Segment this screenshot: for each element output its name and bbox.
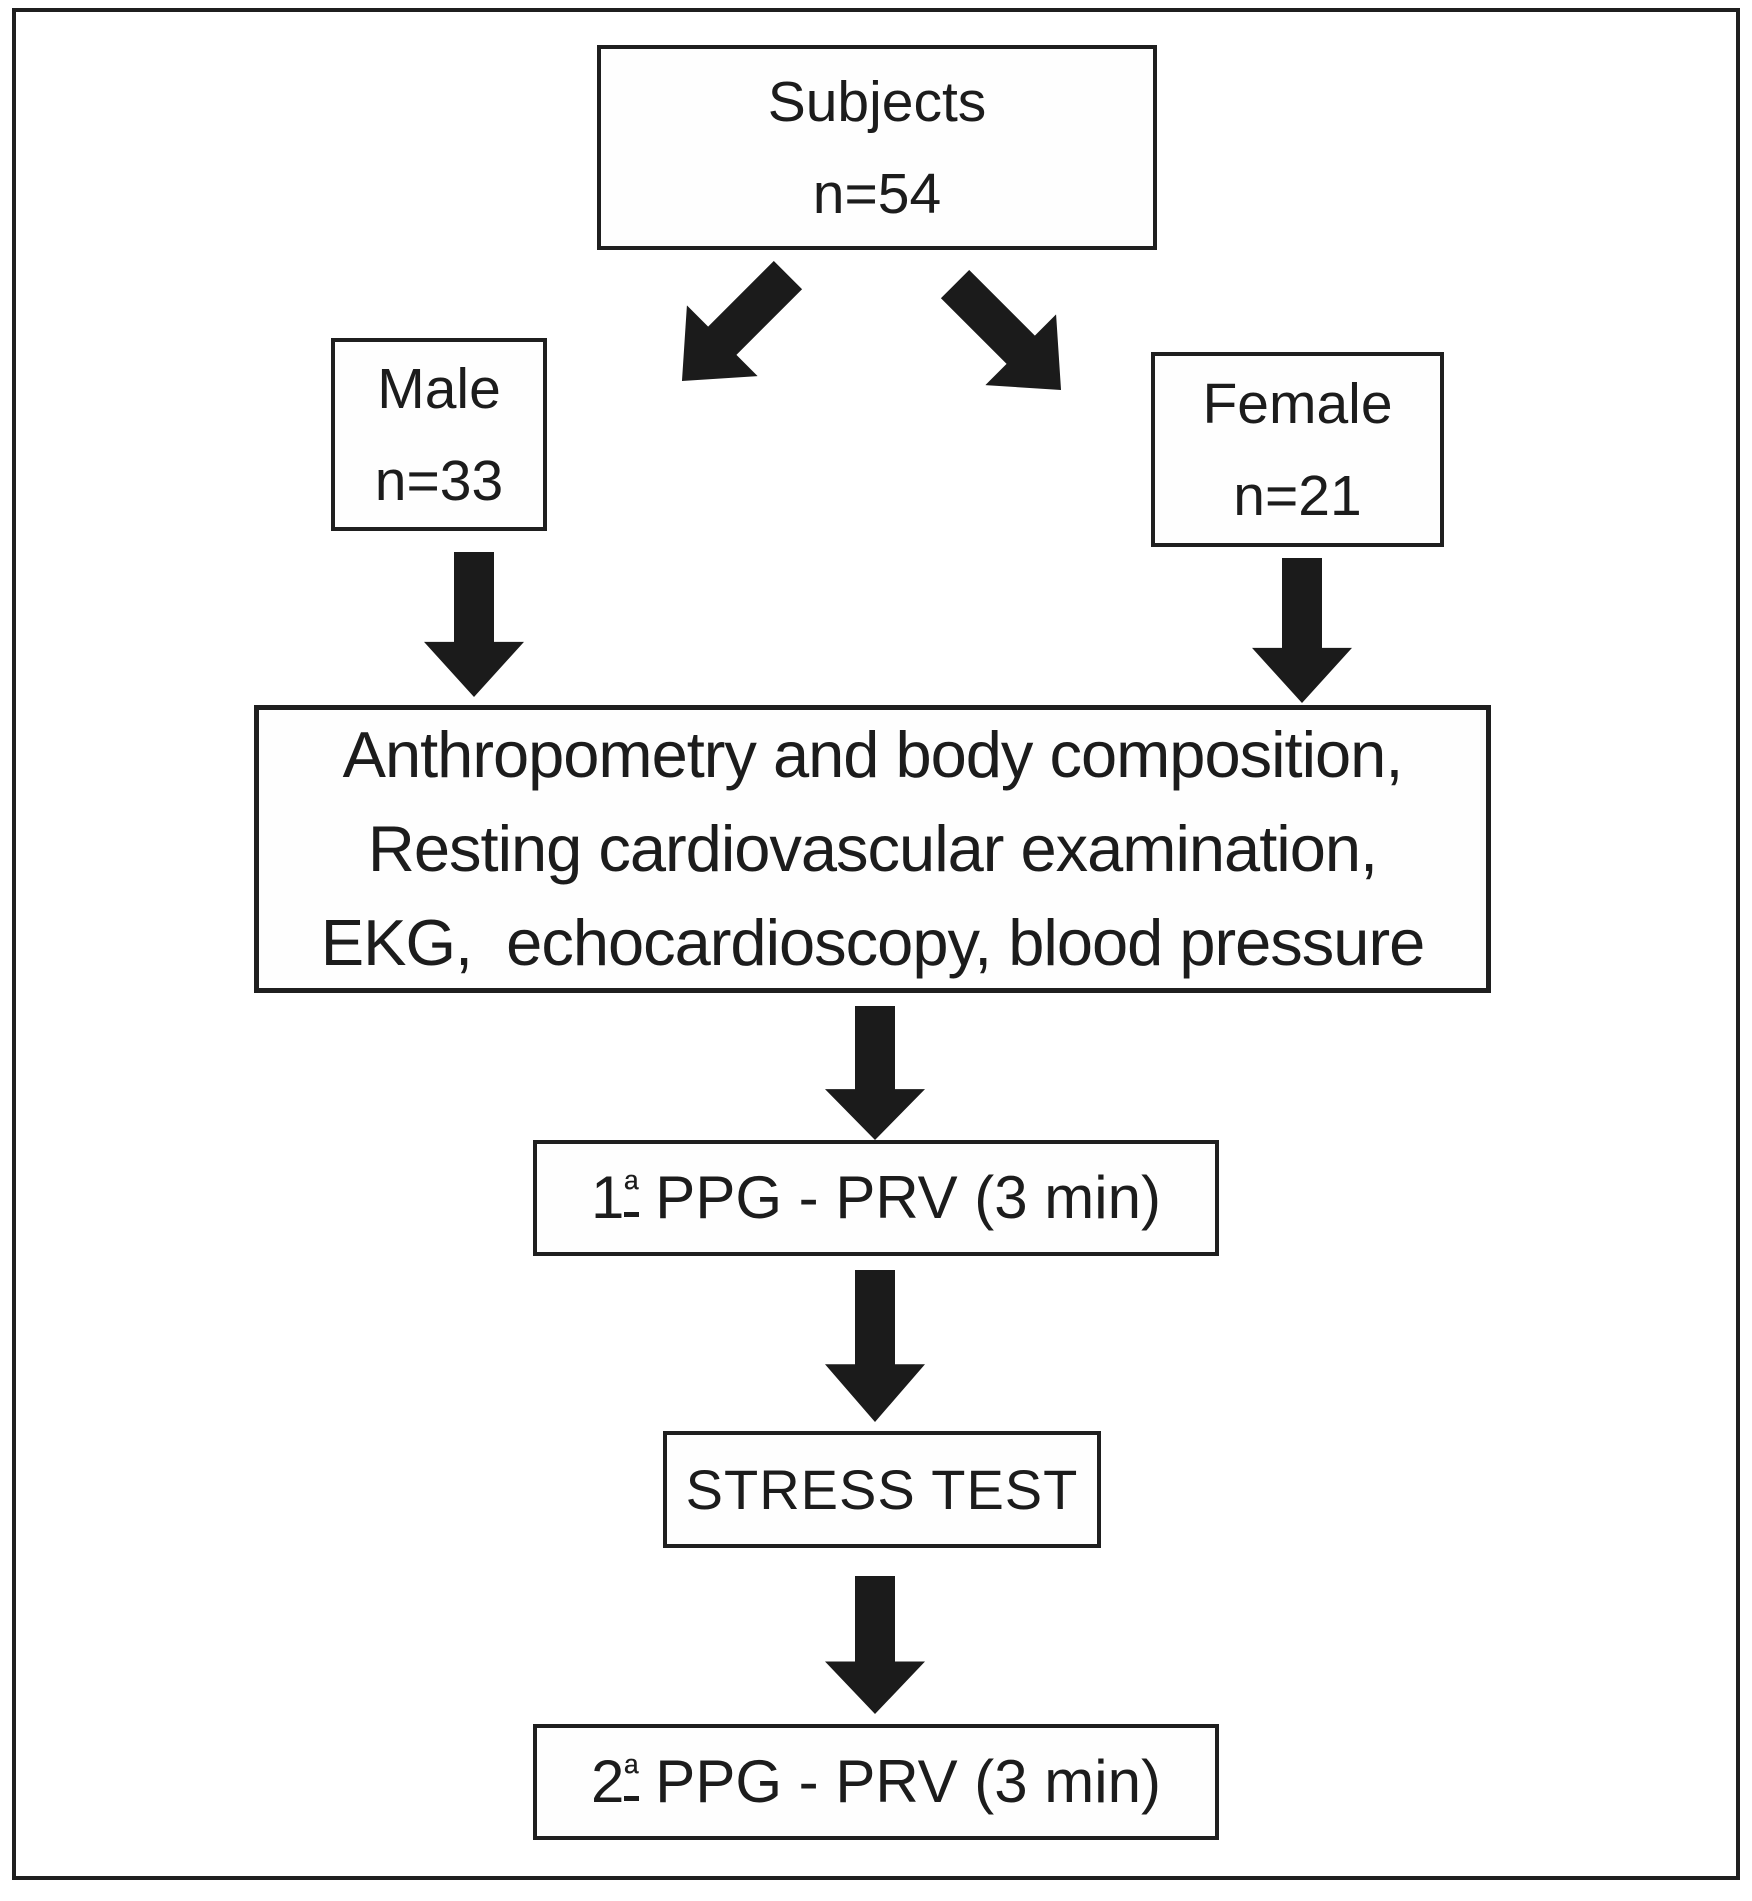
assessment-line-1: Anthropometry and body composition,: [342, 718, 1404, 791]
ordinal-indicator: ª: [624, 1170, 639, 1217]
node-ppg1: 1ª PPG - PRV (3 min): [533, 1140, 1219, 1256]
subjects-count: n=54: [812, 161, 942, 226]
female-count: n=21: [1233, 463, 1362, 528]
ppg2-label: 2ª PPG - PRV (3 min): [591, 1748, 1161, 1816]
node-ppg2: 2ª PPG - PRV (3 min): [533, 1724, 1219, 1840]
node-assessment: Anthropometry and body composition, Rest…: [254, 705, 1491, 993]
female-title: Female: [1202, 371, 1393, 436]
assessment-line-3: EKG, echocardioscopy, blood pressure: [320, 906, 1426, 979]
ordinal-indicator: ª: [624, 1754, 639, 1801]
node-female: Female n=21: [1151, 352, 1444, 547]
node-subjects: Subjects n=54: [597, 45, 1157, 250]
ppg1-label: 1ª PPG - PRV (3 min): [591, 1164, 1161, 1232]
stress-test-label: STRESS TEST: [685, 1458, 1079, 1521]
male-count: n=33: [374, 448, 504, 513]
male-title: Male: [377, 356, 501, 421]
figure-border: [12, 8, 1740, 1880]
assessment-line-2: Resting cardiovascular examination,: [367, 812, 1378, 885]
node-male: Male n=33: [331, 338, 547, 531]
subjects-title: Subjects: [767, 69, 987, 134]
node-stress-test: STRESS TEST: [663, 1431, 1101, 1548]
